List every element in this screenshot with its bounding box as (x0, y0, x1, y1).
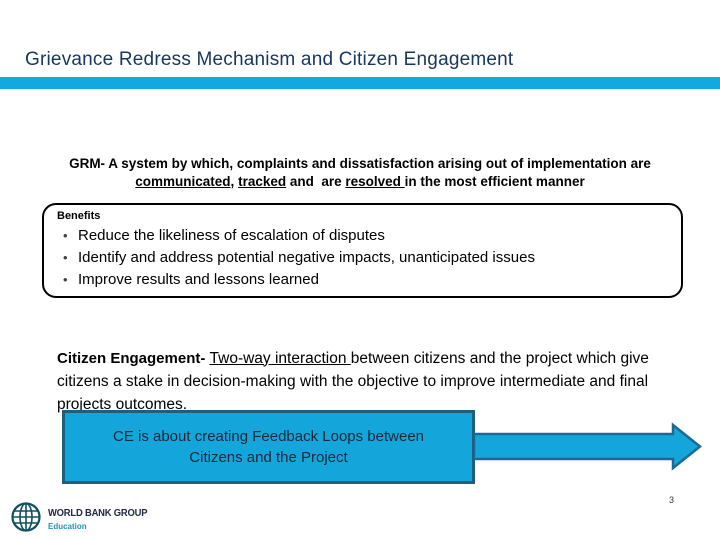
benefits-box: Benefits Reduce the likeliness of escala… (42, 203, 683, 298)
ce-underlined: Two-way interaction (209, 349, 351, 367)
grm-segment: in the most efficient manner (404, 174, 585, 189)
benefits-label: Benefits (57, 210, 101, 222)
feedback-loop-box: CE is about creating Feedback Loops betw… (62, 410, 475, 484)
benefit-item: Improve results and lessons learned (44, 269, 681, 291)
globe-icon (11, 502, 41, 532)
grm-segment: GRM- A system by which, complaints and d… (69, 155, 655, 171)
feedback-loop-text: CE is about creating Feedback Loops betw… (112, 428, 425, 466)
ce-body: between citizens and the project which g… (57, 349, 649, 413)
logo-tagline: Education (48, 522, 87, 531)
world-bank-logo: WORLD BANK GROUP Education (10, 499, 154, 535)
grm-definition: GRM- A system by which, complaints and d… (50, 155, 670, 192)
grm-segment: and are (286, 174, 346, 189)
benefit-item: Identify and address potential negative … (44, 247, 681, 269)
slide-title: Grievance Redress Mechanism and Citizen … (25, 49, 514, 70)
grm-segment-underlined: tracked (238, 174, 287, 189)
title-accent-bar (0, 77, 720, 89)
grm-segment-underlined: communicated, (135, 174, 235, 189)
right-arrow-shape (474, 422, 703, 471)
logo-text-block: WORLD BANK GROUP Education (48, 499, 154, 531)
grm-segment-underlined: resolved (345, 174, 405, 189)
ce-lead-in: Citizen Engagement- (57, 349, 210, 367)
page-number: 3 (669, 495, 675, 505)
citizen-engagement-paragraph: Citizen Engagement- Two-way interaction … (57, 347, 697, 416)
logo-name: WORLD BANK GROUP (48, 508, 148, 519)
benefits-list: Reduce the likeliness of escalation of d… (44, 225, 681, 291)
benefit-item: Reduce the likeliness of escalation of d… (44, 225, 681, 247)
